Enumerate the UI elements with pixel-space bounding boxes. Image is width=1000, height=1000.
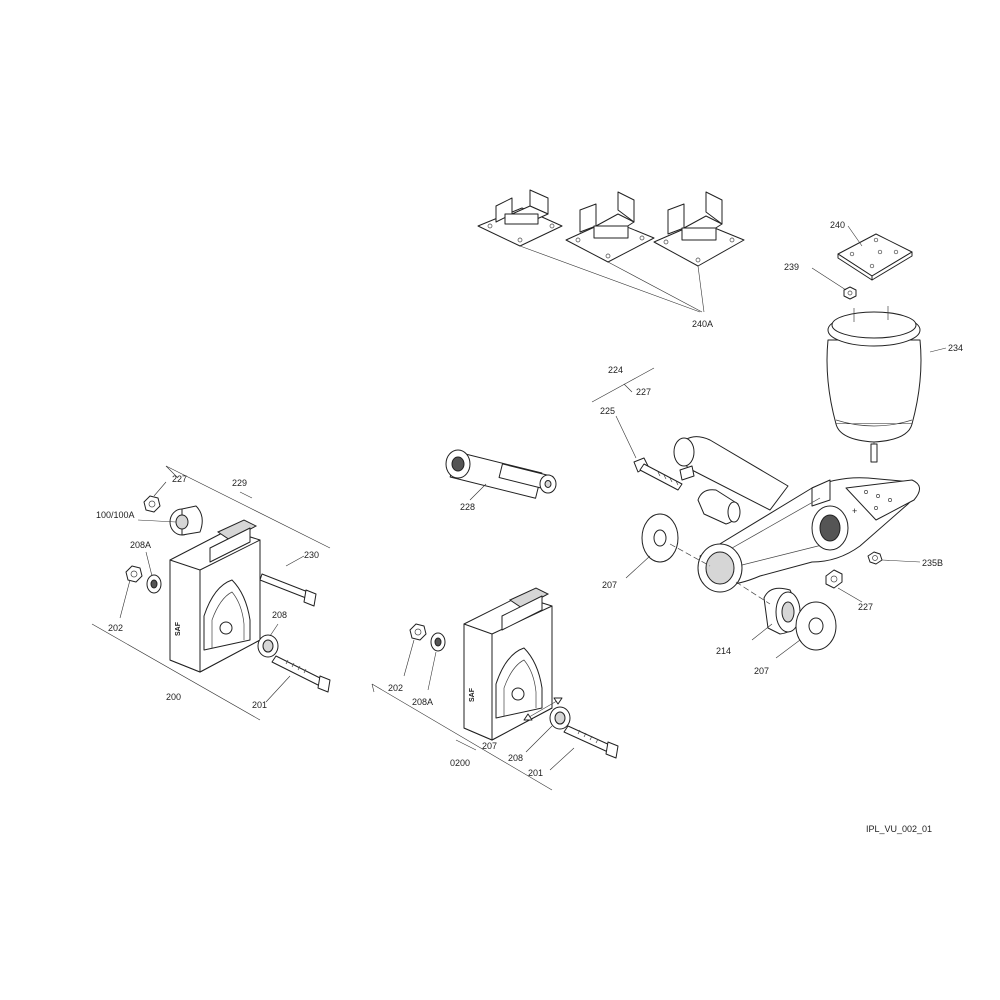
leader-228 [469, 483, 487, 501]
hanger-200: SAF [169, 519, 261, 673]
nut-202-mid [409, 623, 427, 641]
washer-207-upper [641, 513, 679, 563]
trailing-arm: + [697, 477, 920, 593]
leader-207-upper [625, 555, 651, 579]
washer-208a-left [146, 574, 162, 594]
label-224: 224 [608, 365, 623, 375]
bolt-201-left [271, 655, 331, 693]
frame-bracket-240a-1 [477, 189, 563, 247]
leader-235b [881, 559, 921, 563]
label-234: 234 [948, 343, 963, 353]
label-227-top: 227 [636, 387, 651, 397]
leader-234 [929, 347, 947, 353]
leaders-mid-assembly [371, 639, 575, 791]
label-207-upper: 207 [602, 580, 617, 590]
label-240a: 240A [692, 319, 713, 329]
washer-208a-mid [430, 632, 446, 652]
label-207-mid: 207 [482, 741, 497, 751]
saf-logo-mid: SAF [469, 687, 476, 702]
label-235b: 235B [922, 558, 943, 568]
hanger-0200: SAF [463, 587, 553, 741]
label-202-mid: 202 [388, 683, 403, 693]
label-208-mid: 208 [508, 753, 523, 763]
label-239: 239 [784, 262, 799, 272]
label-229: 229 [232, 478, 247, 488]
bushing-214 [763, 587, 801, 635]
leaders-240a [519, 245, 705, 313]
leader-227-right [837, 587, 863, 603]
adjust-arrow [523, 697, 563, 721]
leader-207-lower [775, 639, 801, 659]
eccentric-washer-208-mid [549, 706, 571, 730]
nut-227-right [825, 569, 843, 589]
label-201-mid: 201 [528, 768, 543, 778]
leader-239 [811, 267, 847, 291]
top-plate-240 [837, 233, 913, 281]
nut-227-left [143, 495, 161, 513]
label-201-left: 201 [252, 700, 267, 710]
label-225: 225 [600, 406, 615, 416]
leader-240 [847, 225, 863, 247]
axis-lines [669, 543, 771, 605]
frame-bracket-240a-2 [565, 191, 655, 263]
bolt-230 [259, 573, 317, 607]
label-227-left: 227 [172, 474, 187, 484]
washer-207-lower [795, 601, 837, 651]
label-207-lower: 207 [754, 666, 769, 676]
label-202-left: 202 [108, 623, 123, 633]
label-230: 230 [304, 550, 319, 560]
label-208a-mid: 208A [412, 697, 433, 707]
saf-logo-left: SAF [175, 621, 182, 636]
leaders-left-assembly [91, 465, 331, 721]
label-228: 228 [460, 502, 475, 512]
label-100-100a: 100/100A [96, 510, 135, 520]
label-227-right: 227 [858, 602, 873, 612]
document-id: IPL_VU_002_01 [866, 824, 932, 834]
label-214: 214 [716, 646, 731, 656]
air-spring-234 [826, 306, 922, 463]
label-0200: 0200 [450, 758, 470, 768]
label-240: 240 [830, 220, 845, 230]
svg-text:+: + [852, 506, 857, 516]
nut-239 [843, 286, 857, 300]
nut-202-left [125, 565, 143, 583]
leader-214 [751, 623, 773, 641]
bushing-100 [169, 505, 203, 536]
bushing-axle-side [697, 489, 741, 525]
axle-tube [673, 436, 789, 511]
bolt-225 [633, 457, 683, 491]
label-208-left: 208 [272, 610, 287, 620]
callout-labels: 240 239 240A 234 224 227 225 228 227 229… [96, 220, 963, 834]
shock-absorber-228 [445, 449, 557, 499]
frame-bracket-240a-3 [653, 191, 745, 267]
bolt-201-mid [563, 725, 619, 759]
leaders-224 [591, 367, 655, 459]
nut-235b [867, 551, 883, 565]
eccentric-washer-208-left [257, 634, 279, 658]
label-208a-left: 208A [130, 540, 151, 550]
label-200: 200 [166, 692, 181, 702]
